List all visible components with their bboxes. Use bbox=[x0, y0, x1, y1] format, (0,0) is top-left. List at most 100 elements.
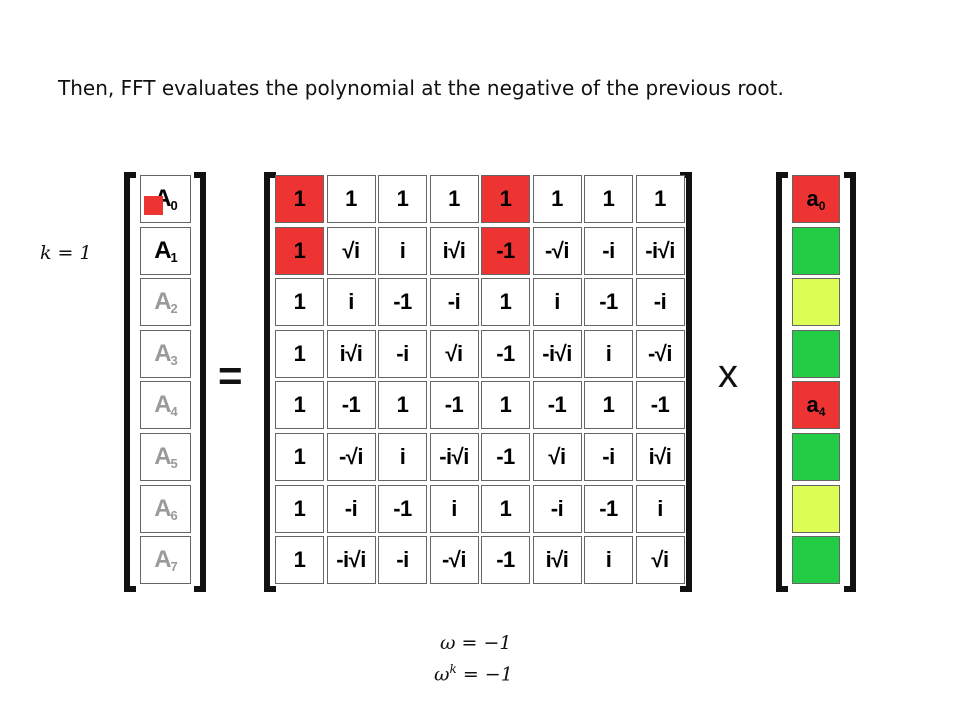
coefficient-cell: A4 bbox=[140, 381, 191, 430]
matrix-cell: -i bbox=[326, 484, 376, 533]
matrix-cell: 1 bbox=[275, 381, 324, 430]
matrix-cell: √i bbox=[532, 433, 582, 481]
matrix-cell: 1 bbox=[275, 175, 324, 223]
matrix-cell: i√i bbox=[326, 329, 376, 378]
coefficient-label: A5 bbox=[154, 443, 178, 471]
vector-bracket-left bbox=[776, 172, 788, 592]
matrix-cell: i√i bbox=[532, 536, 582, 585]
matrix-cell: 1 bbox=[584, 175, 633, 223]
matrix-bracket-right bbox=[680, 172, 692, 592]
matrix-cell: -1 bbox=[532, 381, 582, 430]
vector-cell bbox=[792, 226, 840, 275]
coeff-bracket-right bbox=[194, 172, 206, 592]
matrix-cell: 1 bbox=[275, 329, 324, 378]
matrix-bracket-left bbox=[264, 172, 276, 592]
matrix-cell: 1 bbox=[635, 175, 685, 223]
k-label: k = 1 bbox=[40, 242, 92, 264]
matrix-cell: -i bbox=[378, 536, 427, 585]
matrix-cell: -1 bbox=[635, 381, 685, 430]
matrix-cell: 1 bbox=[378, 381, 427, 430]
matrix-cell: -i bbox=[584, 433, 633, 481]
matrix-cell: -1 bbox=[481, 329, 530, 378]
matrix-cell: 1 bbox=[532, 175, 582, 223]
matrix-cell: -√i bbox=[532, 226, 582, 275]
coefficient-label: A3 bbox=[154, 339, 178, 368]
matrix-cell: i bbox=[635, 484, 685, 533]
vector-cell bbox=[792, 278, 840, 327]
matrix-cell: i√i bbox=[635, 433, 685, 481]
vector-cell: a0 bbox=[792, 175, 840, 223]
matrix-cell: -i√i bbox=[429, 433, 479, 481]
matrix-cell: 1 bbox=[378, 175, 427, 223]
vector-label: a4 bbox=[806, 391, 826, 419]
matrix-cell: i bbox=[378, 433, 427, 481]
matrix-cell: 1 bbox=[275, 278, 324, 327]
coefficient-cell: A1 bbox=[140, 226, 191, 275]
matrix-cell: i bbox=[429, 484, 479, 533]
coefficient-cell: A5 bbox=[140, 433, 191, 481]
matrix-cell: -i√i bbox=[635, 226, 685, 275]
matrix-cell: -√i bbox=[326, 433, 376, 481]
matrix-cell: -1 bbox=[326, 381, 376, 430]
matrix-cell: i bbox=[326, 278, 376, 327]
omega-k-label: ωk = −1 bbox=[434, 662, 513, 686]
matrix-cell: -1 bbox=[378, 484, 427, 533]
matrix-cell: -1 bbox=[378, 278, 427, 327]
vector-cell bbox=[792, 536, 840, 585]
matrix-cell: -i bbox=[532, 484, 582, 533]
vector-cell bbox=[792, 329, 840, 378]
matrix-cell: i bbox=[378, 226, 427, 275]
vector-cell bbox=[792, 433, 840, 481]
matrix-cell: -1 bbox=[429, 381, 479, 430]
omega-label: ω = −1 bbox=[440, 632, 512, 654]
matrix-cell: 1 bbox=[275, 484, 324, 533]
equals-sign: = bbox=[218, 352, 243, 399]
matrix-cell: 1 bbox=[481, 278, 530, 327]
matrix-cell: √i bbox=[429, 329, 479, 378]
vector-label: a0 bbox=[806, 185, 826, 213]
matrix-cell: 1 bbox=[429, 175, 479, 223]
matrix-cell: -i bbox=[429, 278, 479, 327]
matrix-cell: -1 bbox=[481, 536, 530, 585]
matrix-cell: -√i bbox=[429, 536, 479, 585]
slide-caption: Then, FFT evaluates the polynomial at th… bbox=[58, 76, 784, 100]
matrix-cell: 1 bbox=[481, 381, 530, 430]
matrix-cell: i√i bbox=[429, 226, 479, 275]
coefficient-cell: A3 bbox=[140, 329, 191, 378]
matrix-cell: -i√i bbox=[532, 329, 582, 378]
matrix-cell: 1 bbox=[481, 484, 530, 533]
matrix-cell: -1 bbox=[481, 226, 530, 275]
matrix-cell: -i bbox=[378, 329, 427, 378]
matrix-cell: i bbox=[532, 278, 582, 327]
coefficient-label: A4 bbox=[154, 391, 178, 420]
matrix-cell: 1 bbox=[481, 175, 530, 223]
matrix-cell: -i bbox=[635, 278, 685, 327]
coefficient-label: A2 bbox=[154, 288, 178, 317]
matrix-cell: √i bbox=[326, 226, 376, 275]
matrix-cell: 1 bbox=[275, 226, 324, 275]
matrix-cell: -1 bbox=[481, 433, 530, 481]
coefficient-cell: A7 bbox=[140, 536, 191, 585]
vector-bracket-right bbox=[844, 172, 856, 592]
vector-cell: a4 bbox=[792, 381, 840, 430]
matrix-cell: -1 bbox=[584, 278, 633, 327]
coefficient-label: A1 bbox=[154, 236, 178, 265]
matrix-cell: -i bbox=[584, 226, 633, 275]
matrix-cell: 1 bbox=[275, 536, 324, 585]
matrix-cell: √i bbox=[635, 536, 685, 585]
coeff-bracket-left bbox=[124, 172, 136, 592]
times-sign: x bbox=[718, 352, 738, 396]
active-marker bbox=[144, 196, 163, 215]
coefficient-cell: A6 bbox=[140, 484, 191, 533]
matrix-cell: -√i bbox=[635, 329, 685, 378]
matrix-cell: -1 bbox=[584, 484, 633, 533]
matrix-cell: i bbox=[584, 329, 633, 378]
coefficient-cell: A0 bbox=[140, 175, 191, 223]
matrix-cell: -i√i bbox=[326, 536, 376, 585]
matrix-cell: 1 bbox=[326, 175, 376, 223]
coefficient-label: A7 bbox=[154, 546, 178, 575]
matrix-cell: 1 bbox=[584, 381, 633, 430]
coefficient-cell: A2 bbox=[140, 278, 191, 327]
vector-cell bbox=[792, 484, 840, 533]
matrix-cell: i bbox=[584, 536, 633, 585]
